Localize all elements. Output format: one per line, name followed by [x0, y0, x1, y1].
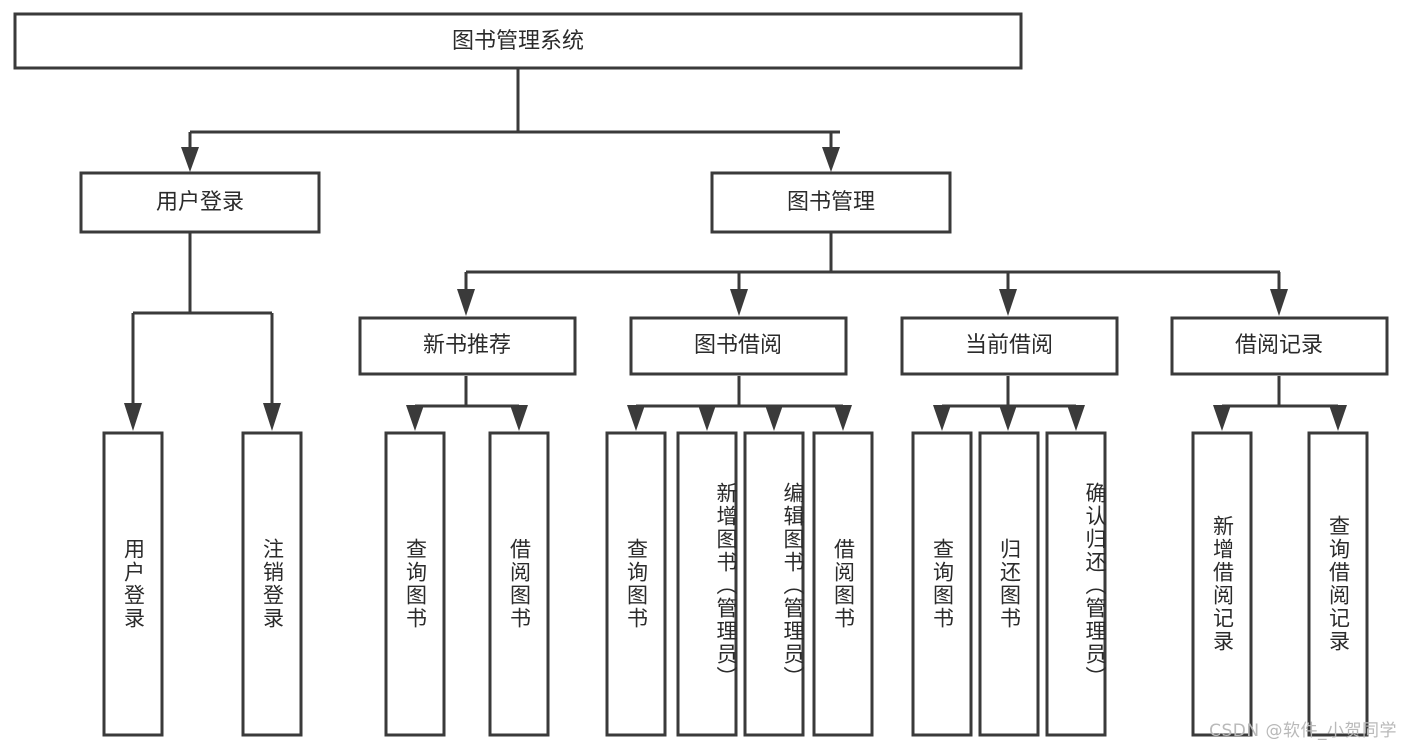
arrow-leaf-query-book-3	[933, 405, 951, 431]
node-current-borrow-box[interactable]	[900, 316, 1119, 376]
node-root-box[interactable]	[13, 12, 1023, 70]
arrow-to-new-book-recommend	[457, 289, 475, 316]
leaf-add-book-box[interactable]	[676, 431, 738, 737]
node-user-login-label: 用户登录	[156, 190, 244, 215]
node-book-borrow[interactable]: 图书借阅	[629, 316, 848, 376]
arrow-leaf-add-book	[698, 405, 716, 431]
arrow-leaf-borrow-book-2	[834, 405, 852, 431]
arrow-to-current-borrow	[999, 289, 1017, 316]
leaf-query-book-1-box[interactable]	[384, 431, 446, 737]
edges-root-to-level2	[181, 68, 840, 172]
leaf-query-book-2-box[interactable]	[605, 431, 667, 737]
leaf-borrow-book-2-box[interactable]	[812, 431, 874, 737]
node-book-manage-box[interactable]	[710, 171, 952, 234]
leaf-user-login-box[interactable]	[102, 431, 164, 737]
leaf-add-record-box[interactable]	[1191, 431, 1253, 737]
leaf-boxes	[102, 431, 1369, 737]
edges-current-borrow-to-leaves	[933, 376, 1085, 431]
node-root-label: 图书管理系统	[452, 29, 584, 54]
node-book-manage-label: 图书管理	[787, 190, 875, 215]
node-user-login-box[interactable]	[79, 171, 321, 234]
arrow-leaf-return-book	[999, 405, 1017, 431]
edges-new-book-recommend-to-leaves	[406, 376, 528, 431]
node-user-login[interactable]: 用户登录	[79, 171, 321, 234]
edges-book-borrow-to-leaves	[627, 376, 852, 431]
edges-book-manage-to-level3	[457, 233, 1288, 316]
leaf-query-record-box[interactable]	[1307, 431, 1369, 737]
node-book-manage[interactable]: 图书管理	[710, 171, 952, 234]
arrow-leaf-add-record	[1213, 405, 1231, 431]
node-new-book-recommend-box[interactable]	[358, 316, 577, 376]
leaf-logout-login-box[interactable]	[241, 431, 303, 737]
node-book-borrow-box[interactable]	[629, 316, 848, 376]
arrow-leaf-query-book-1	[406, 405, 424, 431]
leaf-confirm-return-box[interactable]	[1045, 431, 1107, 737]
leaf-return-book-box[interactable]	[978, 431, 1040, 737]
node-new-book-recommend-label: 新书推荐	[423, 333, 511, 358]
arrow-leaf-user-login	[124, 403, 142, 431]
arrow-leaf-borrow-book-1	[510, 405, 528, 431]
node-root[interactable]: 图书管理系统	[13, 12, 1023, 70]
leaf-borrow-book-1-box[interactable]	[488, 431, 550, 737]
arrow-to-borrow-record	[1270, 289, 1288, 316]
leaf-edit-book-box[interactable]	[743, 431, 805, 737]
arrow-to-book-manage	[822, 147, 840, 172]
node-new-book-recommend[interactable]: 新书推荐	[358, 316, 577, 376]
leaf-query-book-3-box[interactable]	[911, 431, 973, 737]
node-borrow-record-label: 借阅记录	[1235, 333, 1323, 358]
arrow-leaf-edit-book	[765, 405, 783, 431]
edges-user-login-to-leaves	[124, 233, 281, 431]
edges-borrow-record-to-leaves	[1213, 376, 1347, 431]
node-current-borrow-label: 当前借阅	[965, 333, 1053, 358]
arrow-leaf-query-record	[1329, 405, 1347, 431]
node-book-borrow-label: 图书借阅	[694, 333, 782, 358]
arrow-to-book-borrow	[730, 289, 748, 316]
arrow-leaf-query-book-2	[627, 405, 645, 431]
arrow-to-user-login	[181, 147, 199, 172]
arrow-leaf-logout-login	[263, 403, 281, 431]
node-current-borrow[interactable]: 当前借阅	[900, 316, 1119, 376]
arrow-leaf-confirm-return	[1067, 405, 1085, 431]
csdn-watermark: CSDN @软件_小贺同学	[1209, 721, 1397, 741]
node-borrow-record-box[interactable]	[1170, 316, 1389, 376]
node-borrow-record[interactable]: 借阅记录	[1170, 316, 1389, 376]
